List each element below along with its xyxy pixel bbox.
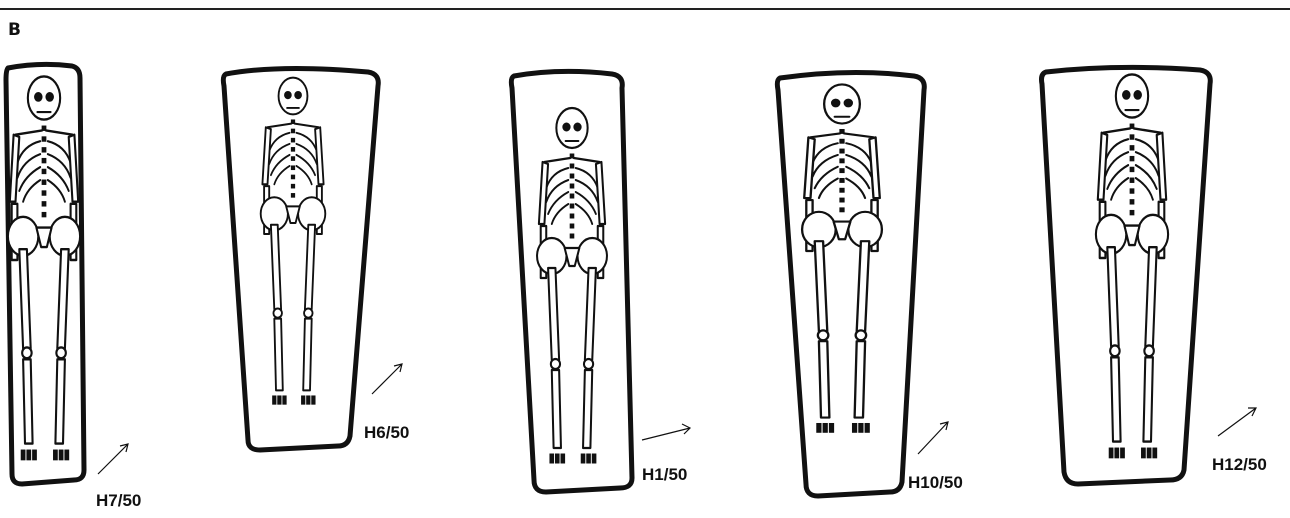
grave-h10-50: H10/50 xyxy=(777,72,962,496)
grave-h1-50: H1/50 xyxy=(511,71,690,492)
grave-h12-50: H12/50 xyxy=(1042,67,1267,484)
grave-label: H1/50 xyxy=(642,465,687,484)
grave-outline xyxy=(777,72,924,496)
grave-h6-50: H6/50 xyxy=(223,68,409,450)
grave-h7-50: H7/50 xyxy=(6,64,141,510)
north-arrow xyxy=(1218,408,1256,436)
north-arrow xyxy=(918,422,948,454)
north-arrow xyxy=(98,444,128,474)
grave-label: H6/50 xyxy=(364,423,409,442)
grave-label: H7/50 xyxy=(96,491,141,510)
grave-label: H10/50 xyxy=(908,473,963,492)
north-arrow xyxy=(642,424,690,440)
north-arrow xyxy=(372,364,402,394)
grave-label: H12/50 xyxy=(1212,455,1267,474)
grave-outline xyxy=(223,68,378,450)
